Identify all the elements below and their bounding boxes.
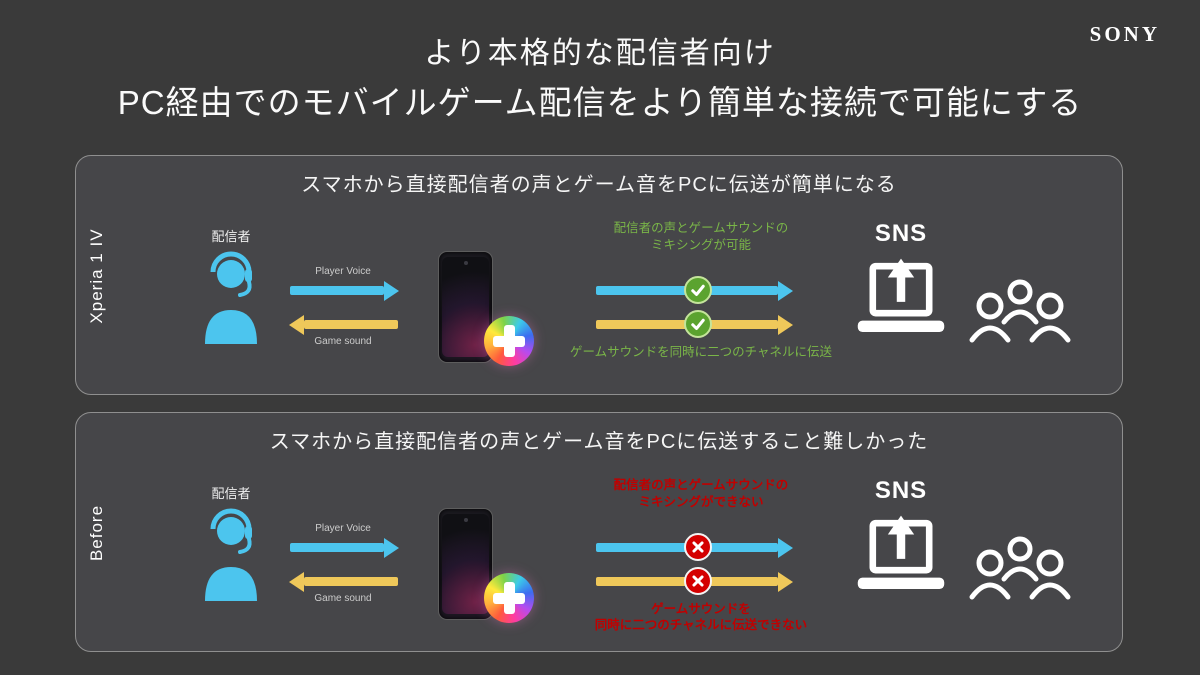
xperia-phone-illustration (438, 251, 493, 363)
panel-xperia-1-iv: Xperia 1 IV スマホから直接配信者の声とゲーム音をPCに伝送が簡単にな… (75, 155, 1123, 395)
laptop-upload-icon (854, 256, 948, 349)
channel-note-line-2: 同時に二つのチャネルに伝送できない (594, 618, 808, 632)
game-sound-label: Game sound (314, 593, 372, 604)
panel-heading: スマホから直接配信者の声とゲーム音をPCに伝送が簡単になる (301, 174, 897, 196)
mixing-note-line-2: ミキシングができない (638, 495, 764, 509)
panel-side-label: Xperia 1 IV (87, 228, 106, 324)
sns-label: SNS (874, 477, 928, 504)
player-voice-arrow (290, 543, 384, 552)
mixing-note: 配信者の声とゲームサウンドの ミキシングができない (546, 477, 856, 511)
panel-heading: スマホから直接配信者の声とゲーム音をPCに伝送すること難しかった (269, 431, 929, 453)
check-badge-channel-2 (684, 310, 712, 338)
sony-logo: SONY (1089, 22, 1160, 46)
mixing-note: 配信者の声とゲームサウンドの ミキシングが可能 (546, 220, 856, 254)
panel-side-label: Before (87, 504, 106, 562)
audience-people-icon (964, 533, 1076, 610)
channel-note-line-1: ゲームサウンドを (651, 602, 751, 616)
dpad-horizontal (493, 335, 525, 347)
player-voice-arrow (290, 286, 384, 295)
streamer-label: 配信者 (211, 486, 251, 501)
xperia-phone-illustration (438, 508, 493, 620)
player-voice-label: Player Voice (315, 523, 371, 534)
game-sound-arrow (304, 320, 398, 329)
cross-badge-channel-2 (684, 567, 712, 595)
title-line-2: PC経由でのモバイルゲーム配信をより簡単な接続で可能にする (117, 84, 1083, 121)
streamer-headset-person-icon (201, 505, 261, 606)
dpad-horizontal (493, 592, 525, 604)
title-line-1: より本格的な配信者向け (424, 37, 776, 70)
game-sound-arrow (304, 577, 398, 586)
channel-note-line-1: ゲームサウンドを同時に二つのチャネルに伝送 (569, 345, 832, 359)
phone-screen (442, 257, 489, 357)
laptop-upload-icon (854, 513, 948, 606)
streamer-label: 配信者 (211, 229, 251, 244)
phone-camera-dot (463, 518, 468, 522)
channel-note: ゲームサウンドを同時に二つのチャネルに伝送 (516, 344, 886, 360)
phone-camera-dot (463, 261, 468, 265)
mixing-note-line-1: 配信者の声とゲームサウンドの (613, 478, 789, 492)
phone-screen (442, 514, 489, 614)
game-controller-icon (484, 316, 534, 366)
game-controller-icon (484, 573, 534, 623)
audience-people-icon (964, 276, 1076, 353)
streamer-headset-person-icon (201, 248, 261, 349)
channel-note: ゲームサウンドを 同時に二つのチャネルに伝送できない (516, 601, 886, 633)
panel-before: Before スマホから直接配信者の声とゲーム音をPCに伝送すること難しかった … (75, 412, 1123, 652)
check-badge-channel-1 (684, 276, 712, 304)
cross-badge-channel-1 (684, 533, 712, 561)
game-sound-label: Game sound (314, 336, 372, 347)
sns-label: SNS (874, 220, 928, 247)
player-voice-label: Player Voice (315, 266, 371, 277)
mixing-note-line-1: 配信者の声とゲームサウンドの (613, 221, 789, 235)
mixing-note-line-2: ミキシングが可能 (650, 238, 751, 252)
